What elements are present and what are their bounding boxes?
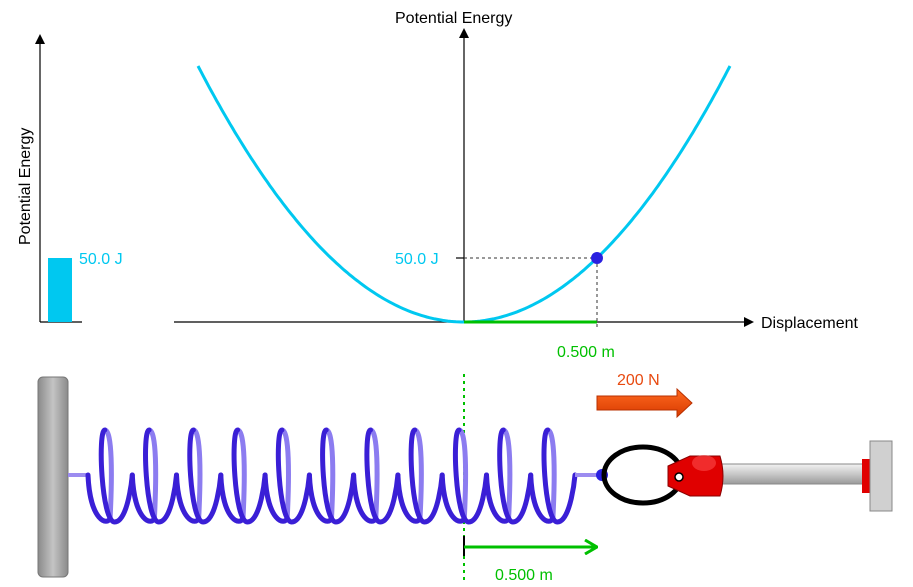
puller-rod: [711, 463, 865, 485]
spring-coil: [218, 427, 268, 525]
spring-coil: [262, 427, 312, 525]
energy-bar-chart: 50.0 J Potential Energy: [17, 34, 123, 323]
graph-energy-label: 50.0 J: [395, 251, 439, 268]
energy-marker-dot: [591, 252, 603, 264]
spring-coil: [306, 427, 357, 525]
spring-coil: [129, 427, 179, 525]
displacement-label: 0.500 m: [495, 567, 553, 584]
spring-coil: [484, 427, 534, 525]
spring-coil: [395, 427, 445, 525]
spring-scene: 200 N 0.500 m: [37, 372, 893, 584]
force-arrow: [596, 387, 693, 419]
grip-pivot: [674, 472, 684, 482]
energy-graph: Potential Energy Displacement 50.0 J 0.5…: [174, 10, 858, 361]
spring: [85, 427, 578, 525]
puller-base: [869, 440, 893, 512]
energy-bar: [48, 258, 72, 322]
grip-highlight: [692, 455, 716, 471]
bar-value-label: 50.0 J: [79, 251, 123, 268]
fixed-wall: [37, 376, 69, 578]
force-label: 200 N: [617, 372, 660, 389]
puller-handle[interactable]: [601, 440, 893, 512]
graph-displacement-label: 0.500 m: [557, 344, 615, 361]
graph-y-label: Potential Energy: [395, 10, 512, 27]
spring-coil: [351, 427, 401, 525]
spring-coil: [174, 427, 224, 525]
puller-end-cap: [862, 459, 870, 493]
spring-coil: [528, 427, 578, 525]
spring-coil: [85, 427, 135, 525]
graph-x-label: Displacement: [761, 315, 858, 332]
spring-coil: [439, 427, 489, 525]
bar-chart-y-label: Potential Energy: [17, 128, 34, 245]
